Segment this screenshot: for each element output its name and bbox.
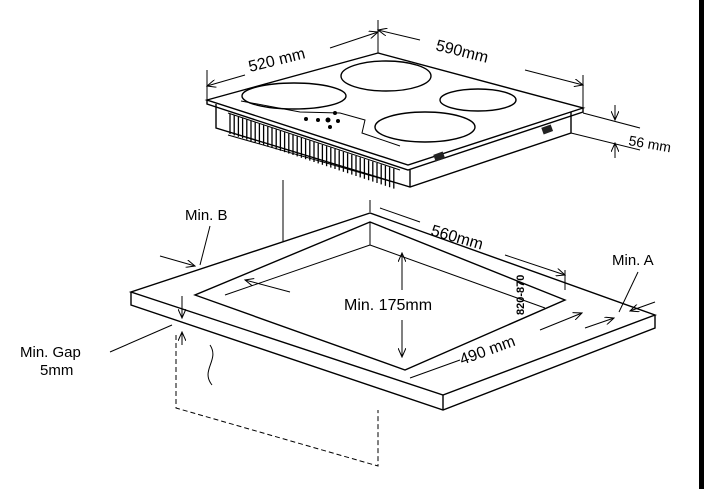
touch-controls bbox=[304, 111, 340, 129]
worktop-height-label: 820-870 bbox=[515, 275, 527, 315]
air-vent-grille bbox=[227, 112, 401, 189]
cooking-zone bbox=[374, 111, 476, 143]
min-gap-label: Min. Gap bbox=[20, 344, 81, 361]
hob-height-label: 56 mm bbox=[627, 132, 672, 155]
cutout-width-label: 490 mm bbox=[458, 333, 518, 369]
clip-icon bbox=[433, 151, 446, 162]
cooking-zone bbox=[439, 88, 517, 112]
cooking-zone bbox=[241, 82, 347, 110]
cutout-dimensions: Min. B 560mm 820-870 Min. 175mm 490 mm M… bbox=[20, 200, 656, 379]
cutout-opening bbox=[193, 221, 567, 371]
min-a-label: Min. A bbox=[612, 252, 654, 269]
clip-icon bbox=[541, 124, 554, 135]
cooktop-hob bbox=[204, 52, 586, 189]
min-b-label: Min. B bbox=[185, 207, 228, 224]
cooking-zone bbox=[340, 60, 432, 92]
min-gap-value: 5mm bbox=[40, 362, 73, 379]
break-line bbox=[207, 344, 214, 386]
control-panel-outline bbox=[240, 100, 401, 147]
right-border bbox=[699, 0, 704, 489]
hob-depth-label: 590mm bbox=[434, 37, 490, 66]
cabinet-outline bbox=[175, 335, 379, 467]
hob-width-label: 520 mm bbox=[247, 45, 307, 75]
min-depth-label: Min. 175mm bbox=[344, 297, 432, 314]
